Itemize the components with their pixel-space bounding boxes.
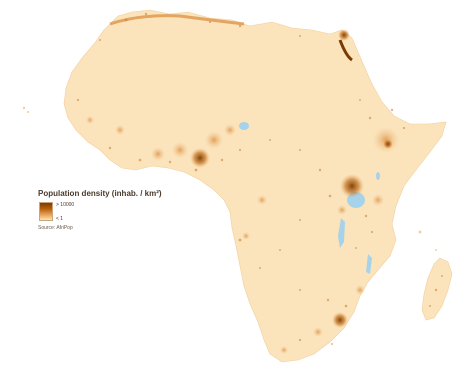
density-cluster [172,142,188,158]
density-cluster [313,327,323,337]
legend-title: Population density (inhab. / km²) [38,189,162,198]
density-cluster [332,312,348,328]
density-cluster [205,131,223,149]
africa-landmass [63,9,447,363]
lake-turkana [376,172,380,180]
density-speckle [76,12,443,345]
density-cluster [224,124,236,136]
legend-color-ramp [39,202,53,221]
island [22,106,26,110]
island [418,230,422,234]
density-cluster [190,148,210,168]
nile-delta [338,29,350,41]
density-cluster [383,139,393,149]
lake-malawi [366,254,372,274]
density-cluster [151,147,165,161]
maghreb-coast-density [109,14,245,26]
density-cluster [372,194,384,206]
legend-max-label: > 10000 [56,202,75,208]
map-legend: Population density (inhab. / km²) > 1000… [38,189,208,249]
density-cluster [340,174,364,198]
density-cluster [242,232,250,240]
density-cluster [355,285,365,295]
island [435,249,437,251]
density-cluster [115,125,125,135]
legend-min-label: < 1 [56,216,64,222]
density-cluster [337,205,347,215]
legend-source: Source: AfriPop [38,225,73,231]
density-cluster [257,195,267,205]
lake-chad [239,122,249,130]
nile-valley [338,39,353,62]
density-cluster [280,346,288,354]
madagascar-landmass [421,257,453,321]
lake-tanganyika [338,218,345,248]
density-cluster [86,116,94,124]
island [27,111,29,113]
